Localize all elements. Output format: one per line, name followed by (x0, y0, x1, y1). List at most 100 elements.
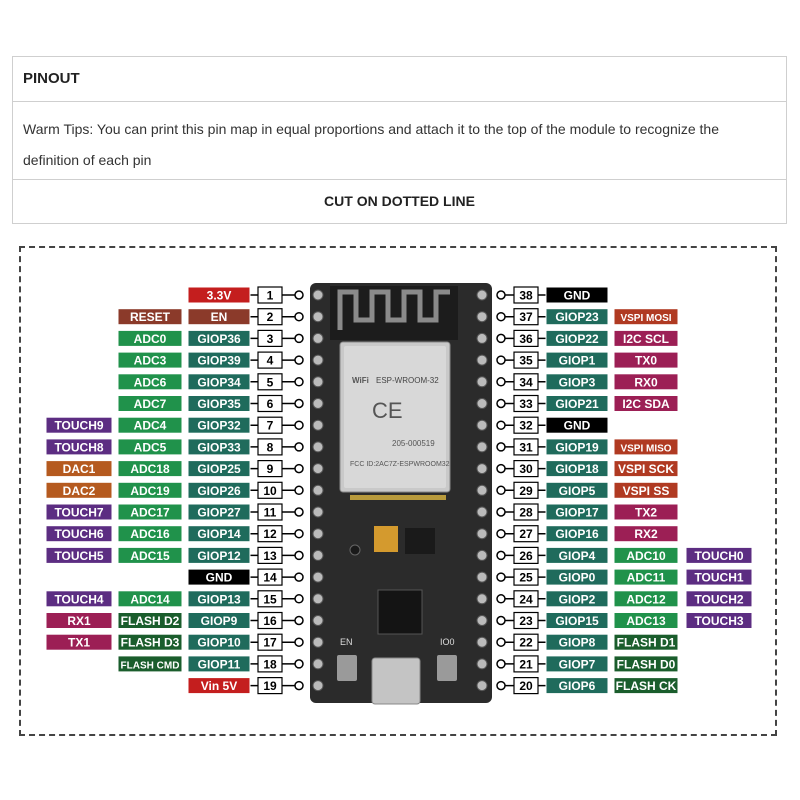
boot-button-label: IO0 (440, 637, 455, 647)
module-model: ESP-WROOM-32 (376, 376, 439, 385)
right-pin-label: GIOP23 (555, 310, 599, 324)
pin-number-box (513, 286, 539, 304)
header-pin (312, 463, 324, 475)
right-pin-label-box (545, 525, 609, 543)
pin-dot (496, 550, 506, 561)
right-pin-label: FLASH D1 (617, 636, 676, 650)
header-pin (312, 289, 324, 301)
left-pin-label: TX1 (68, 636, 90, 650)
right-pin-label: TOUCH0 (694, 549, 743, 563)
right-pin-label-box (545, 329, 609, 347)
left-pin-label-box (187, 590, 251, 608)
pin-dot (496, 355, 506, 365)
right-pin-label-box (613, 329, 679, 347)
left-pin-label-box (187, 329, 251, 347)
pin-number-box (513, 568, 539, 586)
left-pin-label: ADC0 (134, 332, 167, 346)
left-pin-label-box (187, 677, 251, 695)
pin-number-left: 16 (263, 614, 277, 628)
left-pin-label: GIOP36 (197, 332, 241, 346)
left-pin-label-box (117, 633, 183, 651)
pin-number-left: 17 (263, 636, 277, 650)
right-pin-label-box (545, 568, 609, 586)
left-pin-label-box (117, 590, 183, 608)
pin-number-left: 7 (267, 419, 274, 433)
left-pin-label: ADC3 (134, 354, 167, 368)
right-pin-label: VSPI SCK (618, 462, 674, 476)
ce-mark: CE (372, 398, 403, 423)
capacitor (349, 544, 361, 556)
right-pin-label: GIOP17 (555, 506, 599, 520)
pin-number-box (257, 611, 283, 630)
right-pin-label: ADC11 (627, 571, 666, 585)
pin-number-right: 36 (519, 332, 533, 346)
header-pin (312, 680, 324, 692)
left-pin-label-box (117, 612, 183, 629)
left-pin-label-box (187, 503, 251, 521)
left-pin-label: GIOP25 (197, 462, 241, 476)
pin-number-box (513, 351, 539, 369)
module-code: 205-000519 (392, 439, 435, 448)
pin-number-box (257, 394, 283, 413)
left-pin-label: ADC4 (134, 419, 167, 433)
pin-number-box (257, 286, 283, 304)
left-pin-label-box (187, 655, 251, 673)
header-pin (312, 593, 324, 605)
pin-dot (294, 550, 304, 561)
right-pin-label: TOUCH2 (694, 592, 743, 606)
pin-number-right: 35 (519, 354, 533, 368)
right-pin-label: GIOP15 (555, 614, 599, 628)
pin-number-box (257, 373, 283, 391)
right-pin-label-box (545, 351, 609, 369)
pin-number-right: 23 (519, 614, 533, 628)
right-pin-label-box (685, 546, 753, 564)
pin-number-left: 4 (267, 354, 274, 368)
pin-number-left: 3 (267, 332, 274, 346)
right-pin-label: GND (564, 289, 591, 303)
left-pin-label-box (117, 416, 183, 434)
pin-number-right: 25 (519, 571, 533, 585)
right-pin-label: GND (564, 419, 591, 433)
pin-dot (294, 311, 304, 322)
usb-port (371, 657, 421, 705)
pin-number-right: 20 (519, 679, 533, 693)
right-pin-label-box (545, 612, 609, 629)
pin-number-box (513, 546, 539, 565)
header-pin (476, 376, 488, 388)
header-pin (476, 398, 488, 409)
pin-number-box (257, 329, 283, 347)
left-pin-label: 3.3V (207, 289, 232, 303)
left-pin-label-box (187, 568, 251, 586)
pin-number-right: 28 (519, 506, 533, 520)
left-pin-label-box (117, 308, 183, 326)
left-pin-label: FLASH CMD (121, 660, 180, 671)
header-pin (476, 506, 488, 518)
pin-dot (496, 485, 506, 496)
right-pin-label-box (613, 460, 679, 478)
pin-number-left: 2 (267, 310, 274, 324)
left-pin-label: ADC16 (130, 527, 170, 541)
left-pin-label-box (187, 546, 251, 564)
pin-dot (496, 594, 506, 604)
pin-number-box (257, 351, 283, 369)
dotted-cut-border (19, 246, 777, 736)
right-pin-label-box (613, 481, 679, 499)
pin-dot (496, 528, 506, 539)
left-pin-label: ADC14 (130, 592, 170, 606)
pin-number-box (257, 546, 283, 565)
pin-number-right: 26 (519, 549, 533, 563)
right-pin-label: I2C SDA (622, 397, 670, 411)
right-pin-label-box (685, 590, 753, 608)
right-pin-label: FLASH CK (616, 679, 677, 693)
right-pin-label-box (613, 503, 679, 521)
pin-number-box (513, 438, 539, 456)
header-pin (476, 528, 488, 540)
header-pin (476, 636, 488, 648)
left-pin-label: ADC18 (130, 462, 170, 476)
pin-dot (496, 463, 506, 474)
left-pin-label-box (187, 438, 251, 456)
left-pin-label-box (45, 460, 113, 478)
header-pin (476, 571, 488, 583)
usb-chip (377, 589, 423, 635)
